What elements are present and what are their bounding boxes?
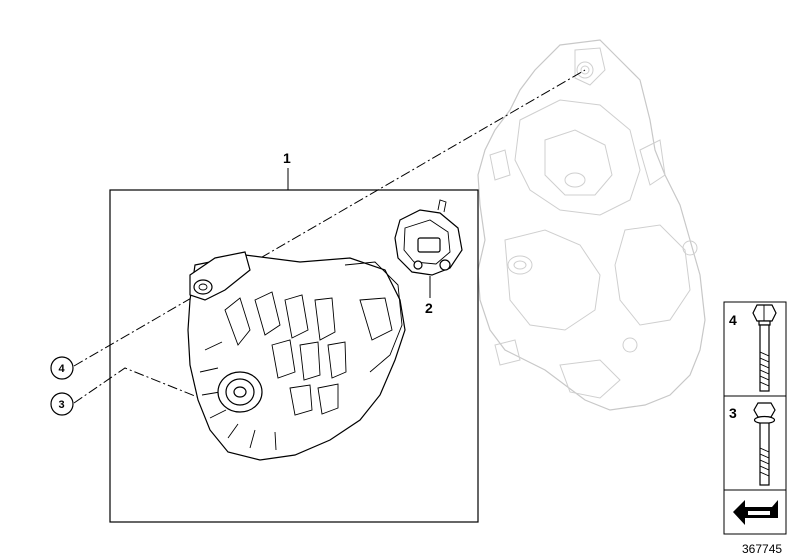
fastener-legend: 4 3 [723,301,787,535]
engine-bracket [477,39,706,411]
legend-label-4: 4 [729,312,737,328]
document-number: 367745 [742,542,782,556]
callout-3-text: 3 [59,399,65,411]
legend-label-3: 3 [729,405,737,421]
leader-line-4 [73,69,586,367]
assembly-frame [109,189,479,523]
callout-4-text: 4 [59,363,66,375]
arrow-symbol-icon [733,500,778,525]
alternator [187,251,406,461]
leader-line-3 [73,367,201,404]
label-regulator: 2 [425,300,433,316]
hex-bolt-4-icon [752,304,777,392]
callout-3: 3 [50,392,74,416]
flange-bolt-3-icon [753,402,776,486]
callout-4: 4 [50,356,74,380]
voltage-regulator [394,199,463,276]
label-assembly: 1 [283,150,291,166]
